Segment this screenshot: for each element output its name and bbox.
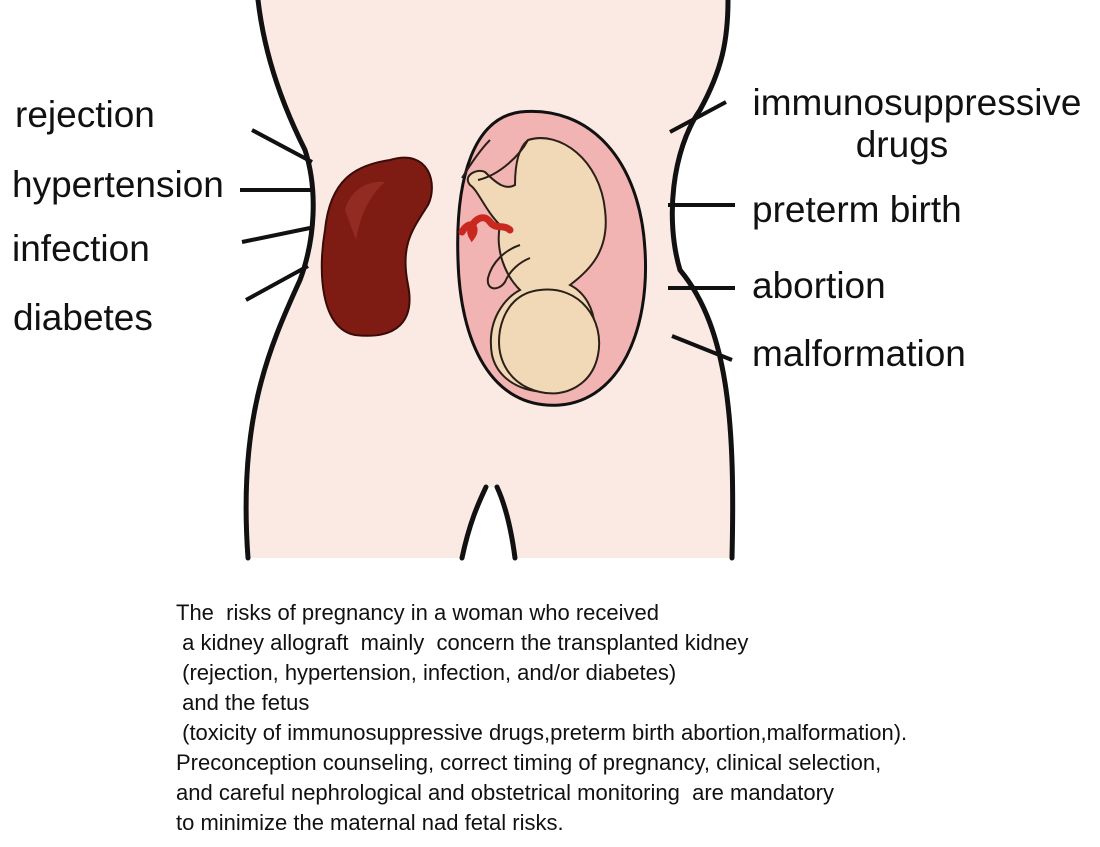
pregnancy-kidney-illustration bbox=[240, 0, 736, 561]
label-preterm-birth: preterm birth bbox=[752, 189, 962, 230]
label-diabetes: diabetes bbox=[13, 297, 153, 338]
label-hypertension: hypertension bbox=[12, 164, 224, 205]
caption-line: Preconception counseling, correct timing… bbox=[176, 750, 882, 775]
fetus-arm bbox=[486, 244, 531, 290]
label-infection: infection bbox=[12, 228, 150, 269]
fetus-head bbox=[498, 288, 601, 395]
pointer-line-malformation bbox=[671, 334, 733, 362]
pointer-line-diabetes bbox=[245, 264, 309, 302]
label-immunosuppressive: immunosuppressive bbox=[752, 82, 1082, 123]
leg-gap-outline bbox=[459, 484, 518, 561]
caption-line: and careful nephrological and obstetrica… bbox=[176, 780, 834, 805]
pointer-line-rejection bbox=[251, 128, 313, 164]
caption-line: The risks of pregnancy in a woman who re… bbox=[176, 600, 660, 625]
caption-line: and the fetus bbox=[176, 690, 310, 715]
pointer-line-infection bbox=[241, 226, 311, 244]
label-malformation: malformation bbox=[752, 333, 966, 374]
caption-line: (rejection, hypertension, infection, and… bbox=[176, 660, 677, 685]
kidney-highlight bbox=[345, 181, 385, 240]
umbilical-cord bbox=[458, 214, 514, 243]
label-rejection: rejection bbox=[15, 94, 155, 135]
left-body-outline bbox=[243, 0, 316, 561]
right-body-outline bbox=[669, 0, 736, 561]
caption-line: (toxicity of immunosuppressive drugs,pre… bbox=[176, 720, 908, 745]
label-abortion: abortion bbox=[752, 265, 886, 306]
caption-line: to minimize the maternal nad fetal risks… bbox=[176, 810, 564, 835]
caption-line: a kidney allograft mainly concern the tr… bbox=[176, 630, 749, 655]
fetus-leg bbox=[461, 139, 529, 181]
caption-text: The risks of pregnancy in a woman who re… bbox=[176, 598, 907, 838]
label-drugs: drugs bbox=[855, 124, 949, 165]
pointer-line-drugs bbox=[669, 100, 727, 134]
